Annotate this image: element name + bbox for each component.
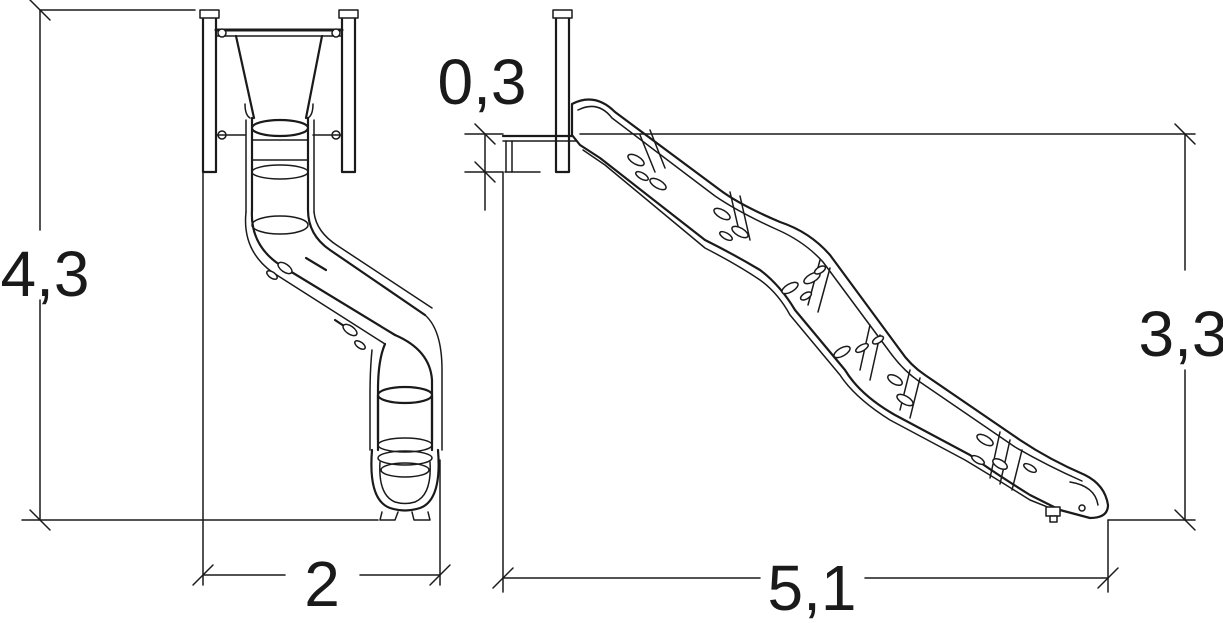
side-dimensions — [464, 123, 1196, 593]
width-label: 2 — [304, 548, 340, 620]
front-view-slide — [199, 9, 443, 521]
slide-length-label: 5,1 — [768, 552, 857, 623]
total-height-label: 4,3 — [1, 238, 90, 310]
slide-height-label: 3,3 — [1139, 298, 1223, 370]
front-dimensions — [21, 0, 451, 586]
platform-height-label: 0,3 — [438, 46, 527, 118]
side-view-slide — [501, 9, 1110, 523]
